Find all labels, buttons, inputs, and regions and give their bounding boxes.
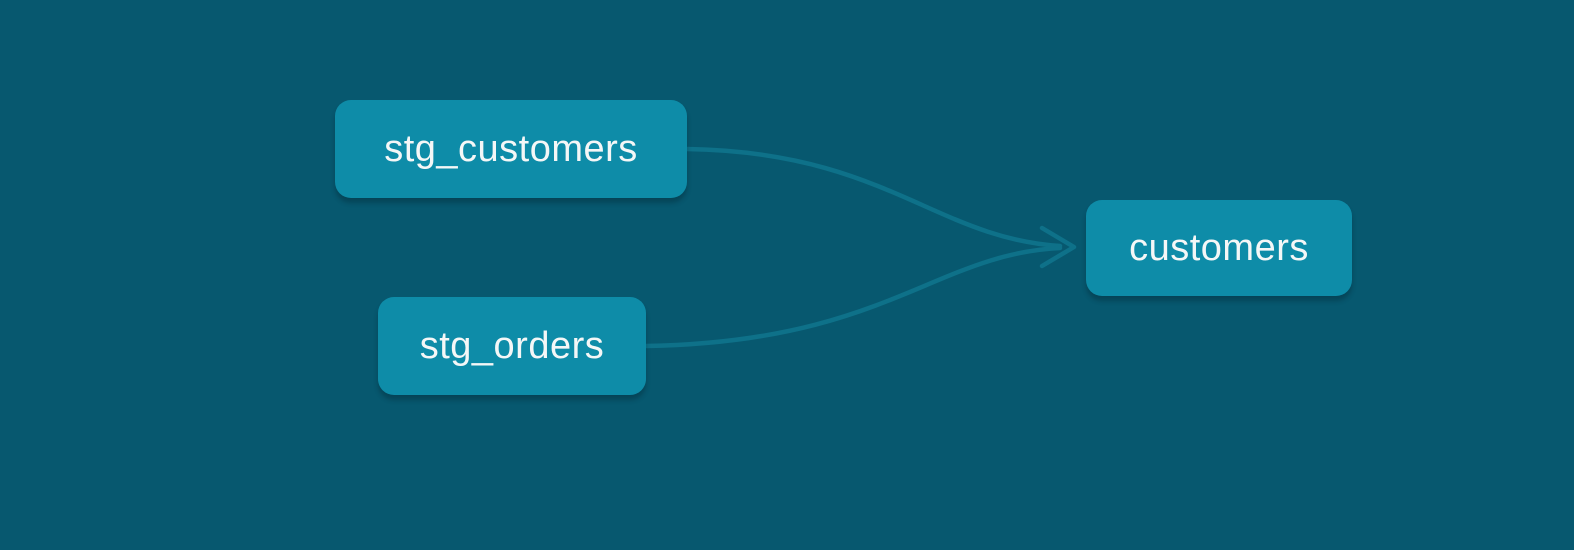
arrowhead-icon bbox=[1039, 225, 1077, 269]
node-customers[interactable]: customers bbox=[1086, 200, 1352, 296]
edge-stg-orders-to-customers bbox=[643, 245, 1063, 349]
node-stg-orders[interactable]: stg_orders bbox=[378, 297, 646, 395]
node-label: customers bbox=[1129, 226, 1309, 269]
edge-stg-customers-to-customers bbox=[684, 146, 1063, 249]
node-label: stg_orders bbox=[419, 324, 605, 367]
node-label: stg_customers bbox=[384, 127, 638, 170]
node-stg-customers[interactable]: stg_customers bbox=[335, 100, 687, 198]
